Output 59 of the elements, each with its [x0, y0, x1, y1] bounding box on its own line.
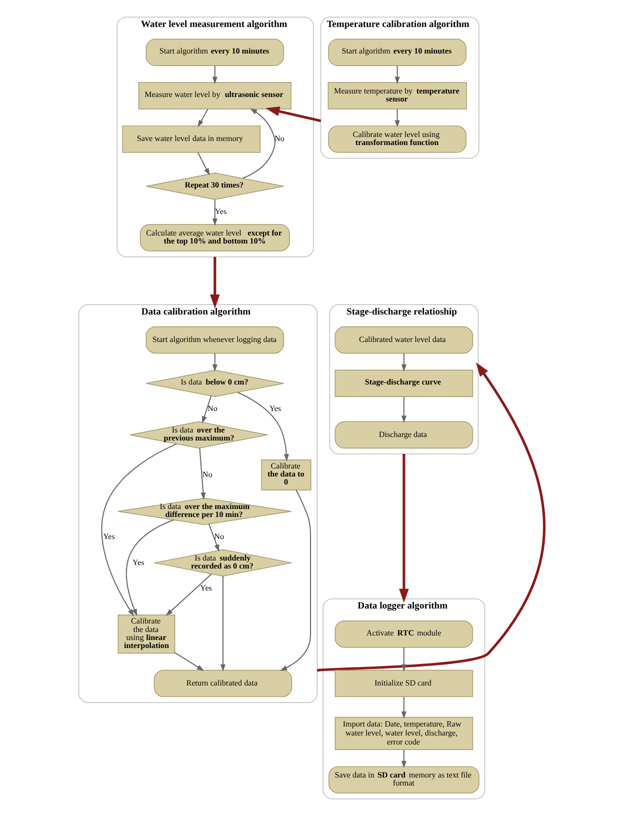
node-box: Save data in SD card memory as text file format — [328, 766, 480, 794]
arrow — [101, 443, 177, 616]
node-box: Start algorithm every 10 minutes — [146, 38, 284, 66]
arrow — [212, 353, 218, 372]
node-box: Discharge data — [334, 421, 474, 448]
node-box: Measure temperature by temperature sensor — [328, 82, 467, 110]
arrow — [399, 454, 409, 603]
arrow — [317, 362, 546, 672]
node-box: Measure water level by ultrasonic sensor — [138, 82, 292, 110]
arrow — [220, 576, 226, 672]
arrow — [242, 108, 276, 179]
arrow — [401, 696, 406, 719]
node-box: Calibrate the data to 0 — [261, 459, 312, 490]
edge-label: Yes — [132, 558, 144, 567]
edge-label: No — [274, 134, 284, 144]
node-box: Calibrate water level using transformation function — [328, 126, 466, 153]
arrow — [126, 519, 174, 616]
node-diamond: Is data suddenly recorded as 0 cm? — [154, 549, 292, 576]
arrow — [280, 490, 312, 671]
arrow — [198, 108, 208, 128]
arrow — [394, 66, 400, 84]
node-box: Save water level data in memory — [122, 126, 260, 153]
edge-label: No — [202, 470, 212, 479]
edge-label: Yes — [200, 584, 212, 593]
arrow — [174, 652, 204, 671]
node-diamond: Repeat 30 times? — [146, 172, 284, 200]
arrow — [199, 448, 206, 500]
edge-label: Yes — [269, 404, 282, 414]
edge-label: No — [214, 532, 224, 542]
node-diamond: Is data over the previous maximum? — [130, 421, 268, 448]
arrow — [401, 396, 406, 423]
node-box: Calculate average water level except for the top 10% and bottom 10% — [140, 224, 290, 252]
node-box: Import data: Date, temperature, Raw water level, water level, discharge, error code — [334, 716, 474, 750]
arrow — [208, 524, 220, 552]
arrow — [401, 353, 406, 372]
node-diamond: Is data over the maximum difference per 10 min? — [118, 498, 292, 525]
node-box: Calibrate the data using linear interpolation — [118, 614, 176, 654]
arrow — [197, 152, 210, 176]
node-box: Start algorithm every 10 minutes — [328, 38, 466, 66]
edge-label: Yes — [103, 532, 115, 542]
arrow — [266, 106, 322, 122]
node-box: Stage-discharge curve — [334, 370, 474, 397]
arrow — [212, 200, 218, 226]
edge-label: Yes — [214, 207, 227, 216]
node-box: Calibrated water level data — [334, 326, 474, 354]
arrow — [401, 750, 406, 768]
node-box: Initialize SD card — [334, 670, 474, 698]
edge-label: No — [208, 404, 218, 414]
node-diamond: Is data below 0 cm? — [146, 370, 284, 397]
node-box: Start algorithm whenever logging data — [146, 326, 284, 354]
node-box: Return calibrated data — [154, 670, 292, 698]
arrow — [401, 647, 406, 672]
arrow — [202, 396, 212, 424]
arrow — [238, 392, 289, 462]
arrow — [210, 256, 220, 309]
arrow — [394, 109, 400, 128]
node-box: Activate RTC module — [334, 620, 474, 648]
arrow — [166, 574, 212, 616]
arrow — [212, 66, 218, 84]
